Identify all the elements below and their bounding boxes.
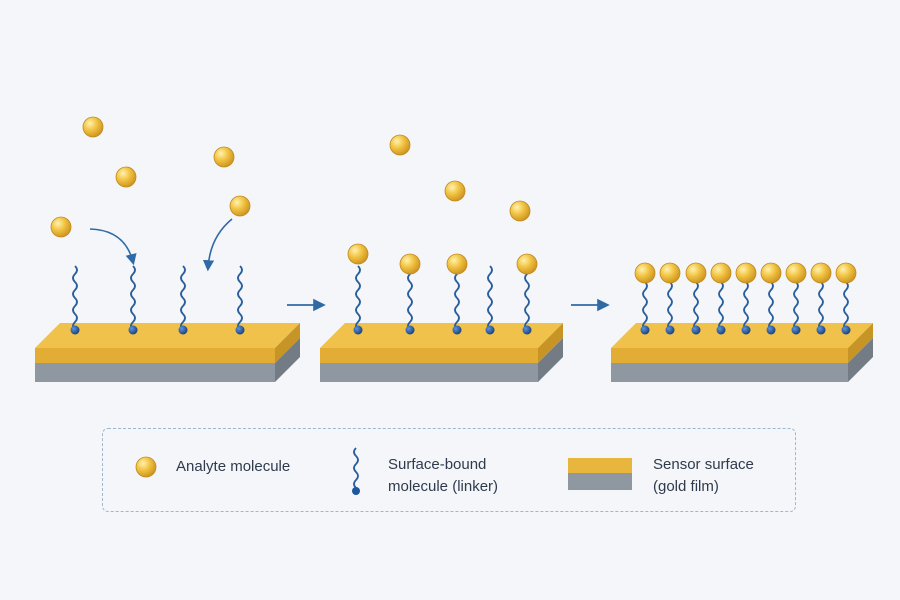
bound-analyte-molecule	[659, 262, 681, 284]
bound-analyte-molecule	[685, 262, 707, 284]
legend-linker-label-line2: molecule (linker)	[388, 478, 499, 495]
linker-molecule	[178, 265, 188, 335]
bound-analyte-molecule	[347, 243, 369, 265]
linker-molecule	[816, 281, 826, 335]
linker-molecule	[665, 281, 675, 335]
gold-film-slab-icon	[568, 458, 632, 490]
legend-sensor-label-line1: Sensor surface	[653, 456, 754, 473]
linker-molecule	[741, 281, 751, 335]
wavy-linker-icon	[352, 447, 360, 495]
linker-molecule	[766, 281, 776, 335]
sensor-slab	[611, 323, 873, 382]
free-analyte-molecule	[444, 180, 466, 202]
linker-molecule	[70, 265, 80, 335]
bound-analyte-molecule	[516, 253, 538, 275]
linker-molecule	[128, 265, 138, 335]
free-analyte-molecule	[50, 216, 72, 238]
linker-molecule	[716, 281, 726, 335]
free-analyte-molecule	[115, 166, 137, 188]
legend	[102, 428, 796, 512]
stage-3-saturated	[611, 262, 873, 382]
linker-molecule	[235, 265, 245, 335]
bound-analyte-molecule	[810, 262, 832, 284]
sensor-slab	[320, 323, 563, 382]
bound-analyte-molecule	[835, 262, 857, 284]
bound-analyte-molecule	[710, 262, 732, 284]
bound-analyte-molecule	[634, 262, 656, 284]
legend-analyte-label: Analyte molecule	[176, 458, 291, 475]
free-analyte-molecule	[509, 200, 531, 222]
bound-analyte-molecule	[735, 262, 757, 284]
legend-linker-label-line1: Surface-bound	[388, 456, 487, 473]
free-analyte-molecule	[213, 146, 235, 168]
linker-molecule	[522, 265, 532, 335]
free-analyte-molecule	[82, 116, 104, 138]
linker-molecule	[640, 281, 650, 335]
bound-analyte-molecule	[446, 253, 468, 275]
sensor-slab	[35, 323, 300, 382]
bound-analyte-molecule	[399, 253, 421, 275]
linker-molecule	[405, 265, 415, 335]
curved-arrow-icon	[89, 228, 137, 266]
curved-arrow-icon	[202, 218, 233, 272]
stage-2-partial-binding	[320, 134, 563, 382]
linker-molecule	[691, 281, 701, 335]
free-analyte-molecule	[389, 134, 411, 156]
gold-sphere-icon	[135, 456, 157, 478]
linker-molecule	[452, 265, 462, 335]
linker-molecule	[791, 281, 801, 335]
linker-molecule	[353, 265, 363, 335]
free-analyte-molecule	[229, 195, 251, 217]
stage-1-unbound	[35, 116, 300, 382]
bound-analyte-molecule	[785, 262, 807, 284]
linker-molecule	[841, 281, 851, 335]
bound-analyte-molecule	[760, 262, 782, 284]
legend-sensor-label-line2: (gold film)	[653, 478, 719, 495]
linker-molecule	[485, 265, 495, 335]
